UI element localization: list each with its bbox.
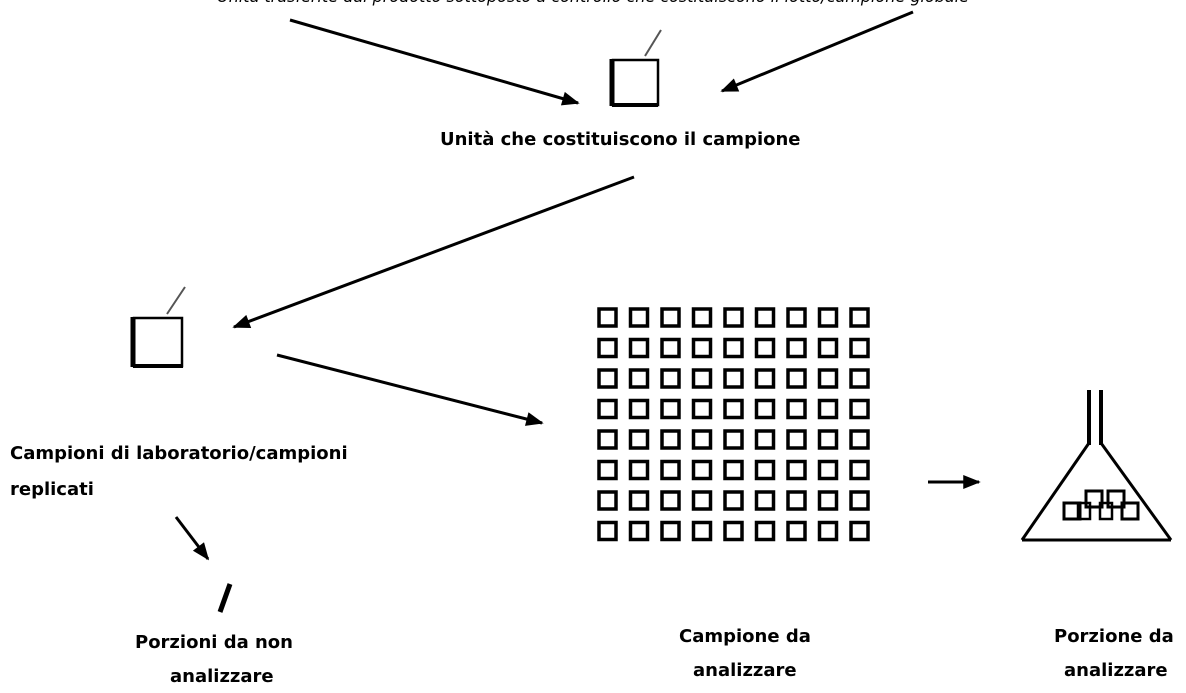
grid-unit bbox=[691, 520, 713, 542]
grid-unit bbox=[628, 337, 650, 359]
grid-unit bbox=[754, 398, 776, 420]
grid-unit bbox=[628, 398, 650, 420]
grid-unit bbox=[849, 490, 870, 511]
grid-unit bbox=[691, 459, 713, 481]
grid-unit bbox=[817, 490, 839, 511]
grid-unit bbox=[723, 520, 744, 542]
grid-unit bbox=[723, 459, 744, 481]
grid-unit bbox=[754, 490, 776, 511]
grid-unit bbox=[597, 398, 618, 420]
arrow-units-to-lab-sample bbox=[232, 175, 635, 329]
grid-unit bbox=[597, 490, 618, 511]
grid-unit bbox=[754, 368, 776, 389]
lab-samples-label-line1: Campioni di laboratorio/campioni bbox=[10, 443, 348, 464]
arrow-top-left-to-unit bbox=[289, 18, 580, 106]
grid-unit bbox=[691, 307, 713, 328]
grid-unit bbox=[849, 520, 870, 542]
grid-unit bbox=[786, 490, 807, 511]
grid-unit bbox=[754, 429, 776, 450]
grid-unit bbox=[754, 307, 776, 328]
grid-unit bbox=[660, 459, 681, 481]
grid-unit bbox=[723, 398, 744, 420]
grid-unit bbox=[628, 307, 650, 328]
grid-unit bbox=[817, 429, 839, 450]
grid-unit bbox=[849, 368, 870, 389]
grid-unit bbox=[691, 490, 713, 511]
portion-to-analyze-label-line1: Porzione da bbox=[1054, 626, 1174, 647]
grid-unit bbox=[691, 337, 713, 359]
arrow-to-portions-not-analyzed bbox=[174, 516, 210, 561]
grid-unit bbox=[660, 337, 681, 359]
portion-to-analyze-label-line2: analizzare bbox=[1064, 660, 1168, 681]
grid-unit bbox=[817, 337, 839, 359]
grid-unit bbox=[597, 520, 618, 542]
grid-unit bbox=[849, 429, 870, 450]
grid-unit bbox=[723, 490, 744, 511]
grid-unit bbox=[691, 398, 713, 420]
grid-unit bbox=[817, 398, 839, 420]
units-grid-icon bbox=[597, 307, 870, 542]
sample-to-analyze-label-line2: analizzare bbox=[693, 660, 797, 681]
grid-unit bbox=[723, 307, 744, 328]
grid-unit bbox=[817, 368, 839, 389]
sample-unit-icon bbox=[609, 29, 662, 107]
grid-unit bbox=[597, 459, 618, 481]
grid-unit bbox=[628, 490, 650, 511]
grid-unit bbox=[786, 398, 807, 420]
arrow-top-right-to-unit bbox=[720, 10, 914, 93]
grid-unit bbox=[817, 307, 839, 328]
grid-unit bbox=[786, 520, 807, 542]
top-caption: Unità trasferite dal prodotto sottoposto… bbox=[0, 0, 1186, 10]
grid-unit bbox=[660, 520, 681, 542]
grid-unit bbox=[597, 429, 618, 450]
grid-unit bbox=[597, 307, 618, 328]
portions-not-analyzed-label-line1: Porzioni da non bbox=[135, 632, 293, 653]
grid-unit bbox=[786, 368, 807, 389]
grid-unit bbox=[597, 337, 618, 359]
grid-unit bbox=[660, 490, 681, 511]
lab-sample-icon bbox=[130, 286, 186, 368]
grid-unit bbox=[660, 398, 681, 420]
grid-unit bbox=[849, 307, 870, 328]
grid-unit bbox=[628, 459, 650, 481]
grid-unit bbox=[786, 337, 807, 359]
grid-unit bbox=[849, 459, 870, 481]
sample-to-analyze-label-line1: Campione da bbox=[679, 626, 811, 647]
flask-contents bbox=[1062, 489, 1140, 521]
grid-unit bbox=[849, 398, 870, 420]
grid-unit bbox=[754, 459, 776, 481]
grid-unit bbox=[691, 368, 713, 389]
grid-unit bbox=[660, 307, 681, 328]
grid-unit bbox=[628, 429, 650, 450]
grid-unit bbox=[786, 307, 807, 328]
grid-unit bbox=[786, 459, 807, 481]
lab-samples-label-line2: replicati bbox=[10, 479, 94, 500]
grid-unit bbox=[723, 337, 744, 359]
grid-unit bbox=[754, 337, 776, 359]
grid-unit bbox=[691, 429, 713, 450]
portions-not-analyzed-label-line2: analizzare bbox=[170, 666, 274, 687]
grid-unit bbox=[628, 520, 650, 542]
grid-unit bbox=[597, 368, 618, 389]
grid-unit bbox=[754, 520, 776, 542]
grid-unit bbox=[660, 429, 681, 450]
grid-unit bbox=[817, 520, 839, 542]
grid-unit bbox=[660, 368, 681, 389]
flask-icon bbox=[1020, 390, 1173, 542]
grid-unit bbox=[817, 459, 839, 481]
grid-unit bbox=[723, 429, 744, 450]
slash-portion-icon bbox=[217, 583, 233, 613]
arrow-lab-sample-to-grid bbox=[276, 353, 544, 426]
grid-unit bbox=[723, 368, 744, 389]
units-forming-sample-label: Unità che costituiscono il campione bbox=[440, 129, 801, 150]
grid-unit bbox=[628, 368, 650, 389]
grid-unit bbox=[849, 337, 870, 359]
grid-unit bbox=[786, 429, 807, 450]
